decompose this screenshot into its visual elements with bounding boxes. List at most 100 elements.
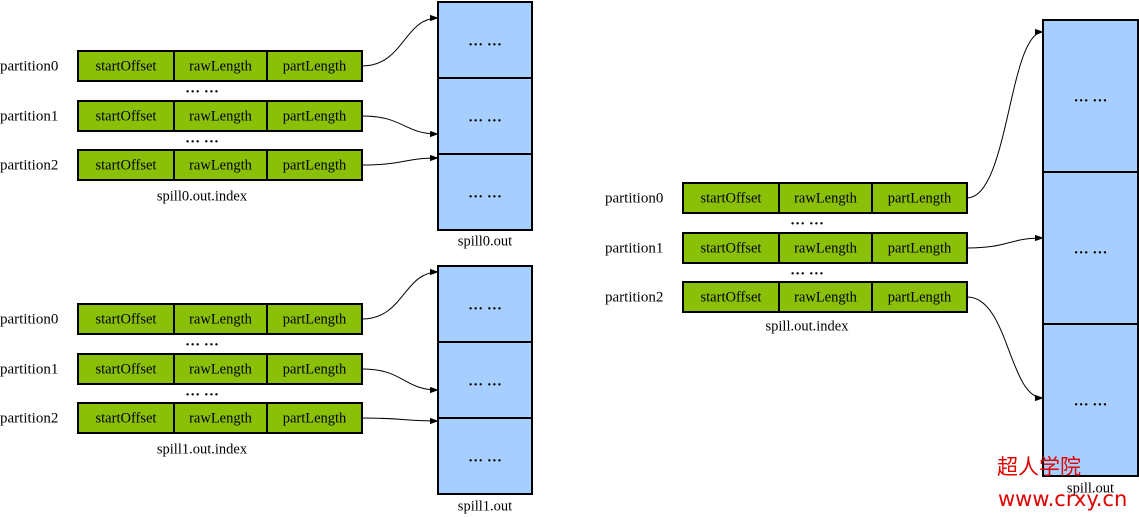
file-caption: spill.out xyxy=(1067,480,1114,496)
file-block-ellipsis: … … xyxy=(1074,241,1108,257)
arrow-layer xyxy=(361,14,1044,425)
index-field-cell xyxy=(266,402,363,434)
offset-arrow xyxy=(361,115,439,138)
index-field-label: startOffset xyxy=(96,108,157,124)
partition-label: partition1 xyxy=(0,108,58,124)
index-field-label: rawLength xyxy=(189,361,253,377)
index-field-label: startOffset xyxy=(96,361,157,377)
file-block-ellipsis: … … xyxy=(468,109,502,125)
index-field-label: partLength xyxy=(283,361,347,377)
file-block xyxy=(437,417,533,495)
index-field-label: partLength xyxy=(283,108,347,124)
offset-arrow xyxy=(361,14,439,67)
index-field-cell xyxy=(173,100,268,132)
file-block-ellipsis: … … xyxy=(1074,89,1108,105)
index-field-label: rawLength xyxy=(794,240,858,256)
file-block xyxy=(437,153,533,231)
index-field-label: partLength xyxy=(283,410,347,426)
file-caption: spill0.out xyxy=(458,233,512,249)
file-block-ellipsis: … … xyxy=(468,297,502,313)
offset-arrow xyxy=(361,268,439,320)
index-caption: spill0.out.index xyxy=(157,188,248,204)
index-field-cell xyxy=(871,182,968,214)
offset-arrow xyxy=(966,28,1044,199)
partition-label: partition2 xyxy=(0,410,58,426)
index-field-cell xyxy=(682,182,780,214)
index-field-cell xyxy=(266,303,363,335)
row-ellipsis: … … xyxy=(185,130,219,146)
index-field-label: partLength xyxy=(888,190,952,206)
file-block-ellipsis: … … xyxy=(468,373,502,389)
file-block-ellipsis: … … xyxy=(468,185,502,201)
row-ellipsis: … … xyxy=(185,80,219,96)
index-field-cell xyxy=(266,100,363,132)
index-field-label: startOffset xyxy=(96,157,157,173)
partition-label: partition0 xyxy=(0,311,58,327)
file-block xyxy=(437,265,533,343)
index-field-cell xyxy=(778,281,873,313)
index-field-label: partLength xyxy=(888,240,952,256)
index-field-label: rawLength xyxy=(794,289,858,305)
file-block-ellipsis: … … xyxy=(1074,393,1108,409)
file-block xyxy=(1042,323,1139,477)
watermark-url: www.crxy.cn xyxy=(998,487,1127,511)
index-field-cell xyxy=(266,353,363,385)
index-field-cell xyxy=(173,353,268,385)
index-field-cell xyxy=(871,281,968,313)
index-field-label: startOffset xyxy=(701,289,762,305)
index-field-label: rawLength xyxy=(189,58,253,74)
partition-label: partition1 xyxy=(0,361,58,377)
file-block xyxy=(1042,171,1139,325)
index-field-label: rawLength xyxy=(794,190,858,206)
partition-label: partition0 xyxy=(605,190,663,206)
watermark: 超人学院 www.crxy.cn xyxy=(997,455,1127,511)
index-field-label: rawLength xyxy=(189,410,253,426)
index-field-cell xyxy=(266,50,363,82)
offset-arrow xyxy=(361,154,439,166)
index-field-label: partLength xyxy=(888,289,952,305)
index-field-label: partLength xyxy=(283,311,347,327)
partition-label: partition2 xyxy=(0,157,58,173)
index-field-cell xyxy=(266,149,363,181)
file-block-ellipsis: … … xyxy=(468,33,502,49)
index-field-cell xyxy=(173,402,268,434)
index-field-label: rawLength xyxy=(189,108,253,124)
file-block-layer: … … … … … … spill0.out … … … … … … spill1.out … … xyxy=(437,1,1139,514)
partition-label: partition0 xyxy=(0,58,58,74)
index-field-label: rawLength xyxy=(189,311,253,327)
index-field-label: startOffset xyxy=(701,190,762,206)
index-caption: spill1.out.index xyxy=(157,441,248,457)
index-field-label: startOffset xyxy=(96,410,157,426)
file-caption: spill1.out xyxy=(458,498,512,514)
row-ellipsis: … … xyxy=(185,383,219,399)
row-ellipsis: … … xyxy=(790,212,824,228)
file-block xyxy=(437,1,533,79)
watermark-title: 超人学院 xyxy=(997,455,1081,479)
index-caption: spill.out.index xyxy=(766,318,850,334)
index-field-cell xyxy=(778,182,873,214)
index-field-label: partLength xyxy=(283,157,347,173)
index-field-cell xyxy=(77,353,175,385)
index-row-layer: partition0 startOffset rawLength partLength… xyxy=(0,50,968,457)
partition-label: partition2 xyxy=(605,289,663,305)
index-field-cell xyxy=(77,303,175,335)
partition-label: partition1 xyxy=(605,240,663,256)
index-field-label: startOffset xyxy=(96,58,157,74)
row-ellipsis: … … xyxy=(790,262,824,278)
index-field-label: startOffset xyxy=(96,311,157,327)
file-block xyxy=(437,77,533,155)
index-field-label: partLength xyxy=(283,58,347,74)
file-block xyxy=(1042,19,1139,173)
index-field-cell xyxy=(871,232,968,264)
offset-arrow xyxy=(361,417,439,425)
row-ellipsis: … … xyxy=(185,333,219,349)
offset-arrow xyxy=(966,296,1044,402)
index-field-label: startOffset xyxy=(701,240,762,256)
index-field-cell xyxy=(778,232,873,264)
offset-arrow xyxy=(361,368,439,394)
index-field-label: rawLength xyxy=(189,157,253,173)
file-block-ellipsis: … … xyxy=(468,449,502,465)
offset-arrow xyxy=(966,234,1044,249)
index-field-cell xyxy=(77,100,175,132)
